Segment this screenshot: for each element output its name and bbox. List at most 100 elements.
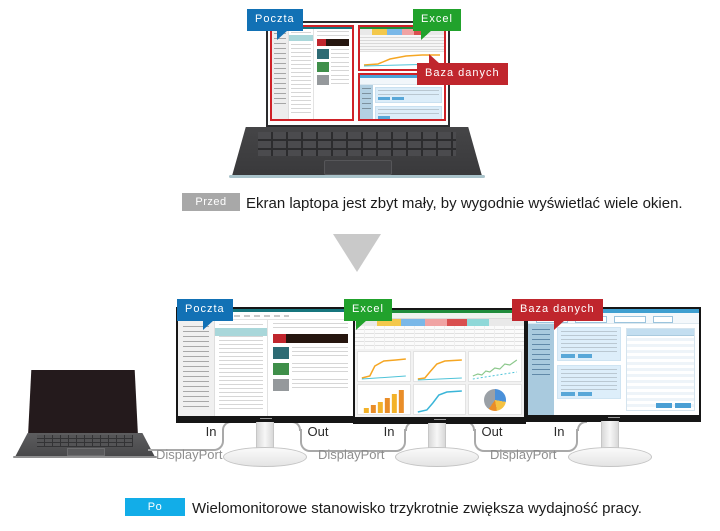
db-button <box>378 97 390 100</box>
mail-sidebar <box>272 29 289 119</box>
cell <box>360 29 373 35</box>
cell <box>401 319 426 326</box>
db-filter-input <box>653 316 673 323</box>
displayport-label-3: DisplayPort <box>490 447 557 462</box>
line-chart <box>412 351 467 382</box>
text-lines <box>561 369 617 390</box>
news-banner <box>273 334 348 343</box>
db-table-header <box>627 329 694 336</box>
monitor3-baza-danych <box>526 307 701 422</box>
text-lines <box>292 347 348 359</box>
cell <box>402 29 415 35</box>
news-banner <box>317 39 349 46</box>
article-row <box>317 75 349 85</box>
mail-selected-row <box>289 35 313 41</box>
db-sidebar <box>528 324 554 415</box>
cell <box>447 319 467 326</box>
callout-poczta-after: Poczta <box>177 299 233 330</box>
db-table <box>626 328 695 411</box>
article-thumb <box>317 49 329 59</box>
line-chart <box>412 384 467 415</box>
window-database <box>358 73 446 121</box>
laptop-before-keyboard <box>232 127 482 176</box>
callout-baza-before: Baza danych <box>417 54 508 85</box>
excel-header-cells <box>360 29 444 35</box>
db-button <box>392 97 404 100</box>
cell <box>414 29 427 35</box>
trackpad <box>324 160 392 175</box>
laptop-after-keyboard <box>15 433 155 457</box>
badge-label: Po <box>147 501 163 513</box>
laptop-after-front-edge <box>13 456 157 458</box>
monitor2-excel <box>353 308 526 424</box>
db-panel <box>375 106 442 119</box>
callout-excel-before: Excel <box>413 9 461 40</box>
excel-grid <box>355 326 524 350</box>
db-panel <box>375 87 442 103</box>
article-thumb <box>273 379 289 391</box>
text-lines <box>274 33 286 105</box>
text-lines <box>317 31 349 37</box>
db-button <box>561 354 575 358</box>
laptop-after-screen <box>28 370 138 436</box>
monitor1-poczta <box>176 307 355 423</box>
text-lines <box>331 62 349 72</box>
text-lines <box>378 90 439 96</box>
mail-reading-pane <box>268 320 353 416</box>
monitor3-stand-base <box>568 447 652 467</box>
text-lines <box>273 323 348 331</box>
db-filter-input <box>614 316 646 323</box>
db-body <box>360 85 444 119</box>
mail-reading-pane <box>314 29 352 119</box>
callout-excel-after: Excel <box>344 299 392 330</box>
excel-chart-grid <box>355 349 524 417</box>
callout-label: Baza danych <box>520 303 595 315</box>
db-button <box>378 116 390 119</box>
article-row <box>317 49 349 59</box>
pie-chart <box>468 384 522 415</box>
db-button <box>675 403 691 408</box>
badge-przed: Przed <box>182 193 240 211</box>
keyboard-keys <box>258 132 456 156</box>
text-lines <box>292 363 348 375</box>
article-thumb <box>273 347 289 359</box>
callout-label: Excel <box>421 13 453 25</box>
article-thumb <box>317 75 329 85</box>
db-main <box>373 85 444 119</box>
laptop-before-front-edge <box>229 175 485 178</box>
mail-list <box>215 320 268 416</box>
trackpad <box>67 448 105 456</box>
callout-label: Baza danych <box>425 67 500 79</box>
port-label-in-1: In <box>205 424 217 439</box>
down-arrow-icon <box>333 234 381 272</box>
db-button <box>578 392 592 396</box>
monitor1-bezel <box>178 416 353 421</box>
text-lines <box>362 88 371 109</box>
port-label-in-2: In <box>383 424 395 439</box>
db-forms <box>554 324 624 415</box>
badge-po: Po <box>125 498 185 516</box>
article-thumb <box>317 62 329 72</box>
text-lines <box>183 326 209 409</box>
db-sidebar <box>360 85 373 119</box>
db-button <box>578 354 592 358</box>
cell <box>376 319 402 326</box>
mail-list <box>289 29 314 119</box>
db-panel <box>557 327 621 361</box>
displayport-label-2: DisplayPort <box>318 447 385 462</box>
db-titlebar <box>528 309 699 313</box>
mail-sidebar <box>178 320 215 416</box>
excel-toolbar <box>355 313 524 319</box>
cell <box>372 29 388 35</box>
text-lines <box>291 32 311 116</box>
mail-body <box>272 29 352 119</box>
text-lines <box>219 324 263 412</box>
bar-chart <box>357 384 411 415</box>
monitor2-screen <box>355 310 524 417</box>
article-row <box>317 62 349 72</box>
monitor2-stand-base <box>395 447 479 467</box>
line-chart <box>357 351 411 382</box>
article-row <box>273 347 348 359</box>
monitor2-bezel <box>355 417 524 422</box>
